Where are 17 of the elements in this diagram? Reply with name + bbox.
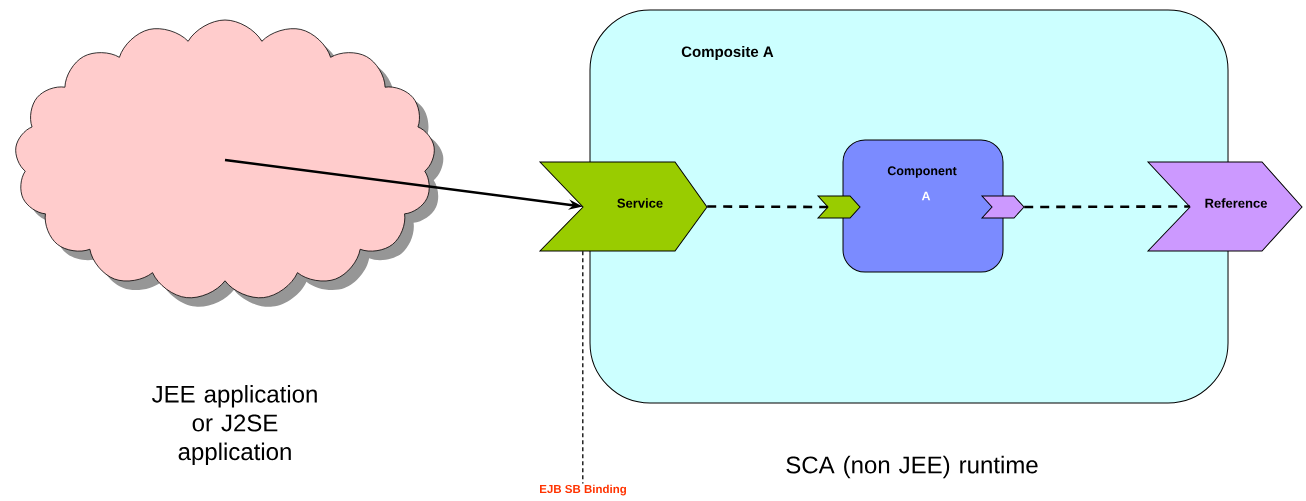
label-text: JEE application or J2SE application xyxy=(152,385,317,465)
cloud-shape xyxy=(15,19,444,307)
node-title: Composite A xyxy=(681,46,774,60)
connector-line xyxy=(1024,205,1190,209)
label-text: SCA (non JEE) runtime xyxy=(786,455,1038,479)
node-label: Service xyxy=(617,198,663,208)
component-box xyxy=(842,139,1004,273)
port-chevron xyxy=(817,195,861,219)
connector-line xyxy=(707,205,828,209)
leader-line xyxy=(582,250,584,485)
chevron-shape xyxy=(539,161,708,252)
node-label: Reference xyxy=(1205,198,1267,208)
node-label: Component xyxy=(887,166,957,178)
chevron-shape xyxy=(1147,161,1303,252)
port-chevron xyxy=(981,195,1025,219)
text: EJB SB Binding xyxy=(540,484,626,496)
node-label: A xyxy=(921,191,931,201)
